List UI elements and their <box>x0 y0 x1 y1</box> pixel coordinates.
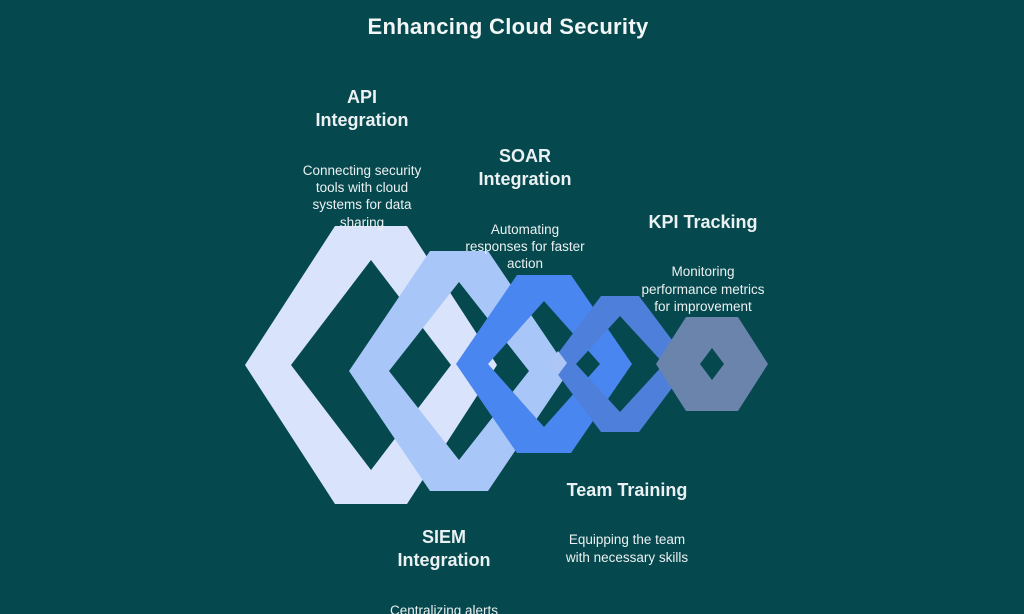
step-heading: SOAR Integration <box>478 146 572 190</box>
hexagon-ring-team <box>550 296 690 432</box>
step-label-team: Team Training Equipping the team with ne… <box>512 461 742 584</box>
step-label-kpi: KPI Tracking Monitoring performance metr… <box>588 193 818 333</box>
step-body: Monitoring performance metrics for impro… <box>641 264 765 314</box>
step-label-soar: SOAR Integration Automating responses fo… <box>415 127 635 291</box>
hexagon-ring-kpi <box>656 317 768 411</box>
step-heading: SIEM Integration <box>397 527 491 571</box>
step-body: Automating responses for faster action <box>465 221 585 272</box>
diagram-title: Enhancing Cloud Security <box>367 14 649 39</box>
step-body: Connecting security tools with cloud sys… <box>302 162 422 230</box>
step-heading: API Integration <box>315 87 409 131</box>
step-label-api: API Integration Connecting security tool… <box>252 68 472 249</box>
step-heading: Team Training <box>566 480 688 500</box>
step-body: Centralizing alerts for better insights <box>389 602 499 614</box>
step-label-siem: SIEM Integration Centralizing alerts for… <box>334 508 554 614</box>
step-body: Equipping the team with necessary skills <box>565 532 689 565</box>
connector-diamond <box>549 351 567 375</box>
step-heading: KPI Tracking <box>648 212 758 232</box>
